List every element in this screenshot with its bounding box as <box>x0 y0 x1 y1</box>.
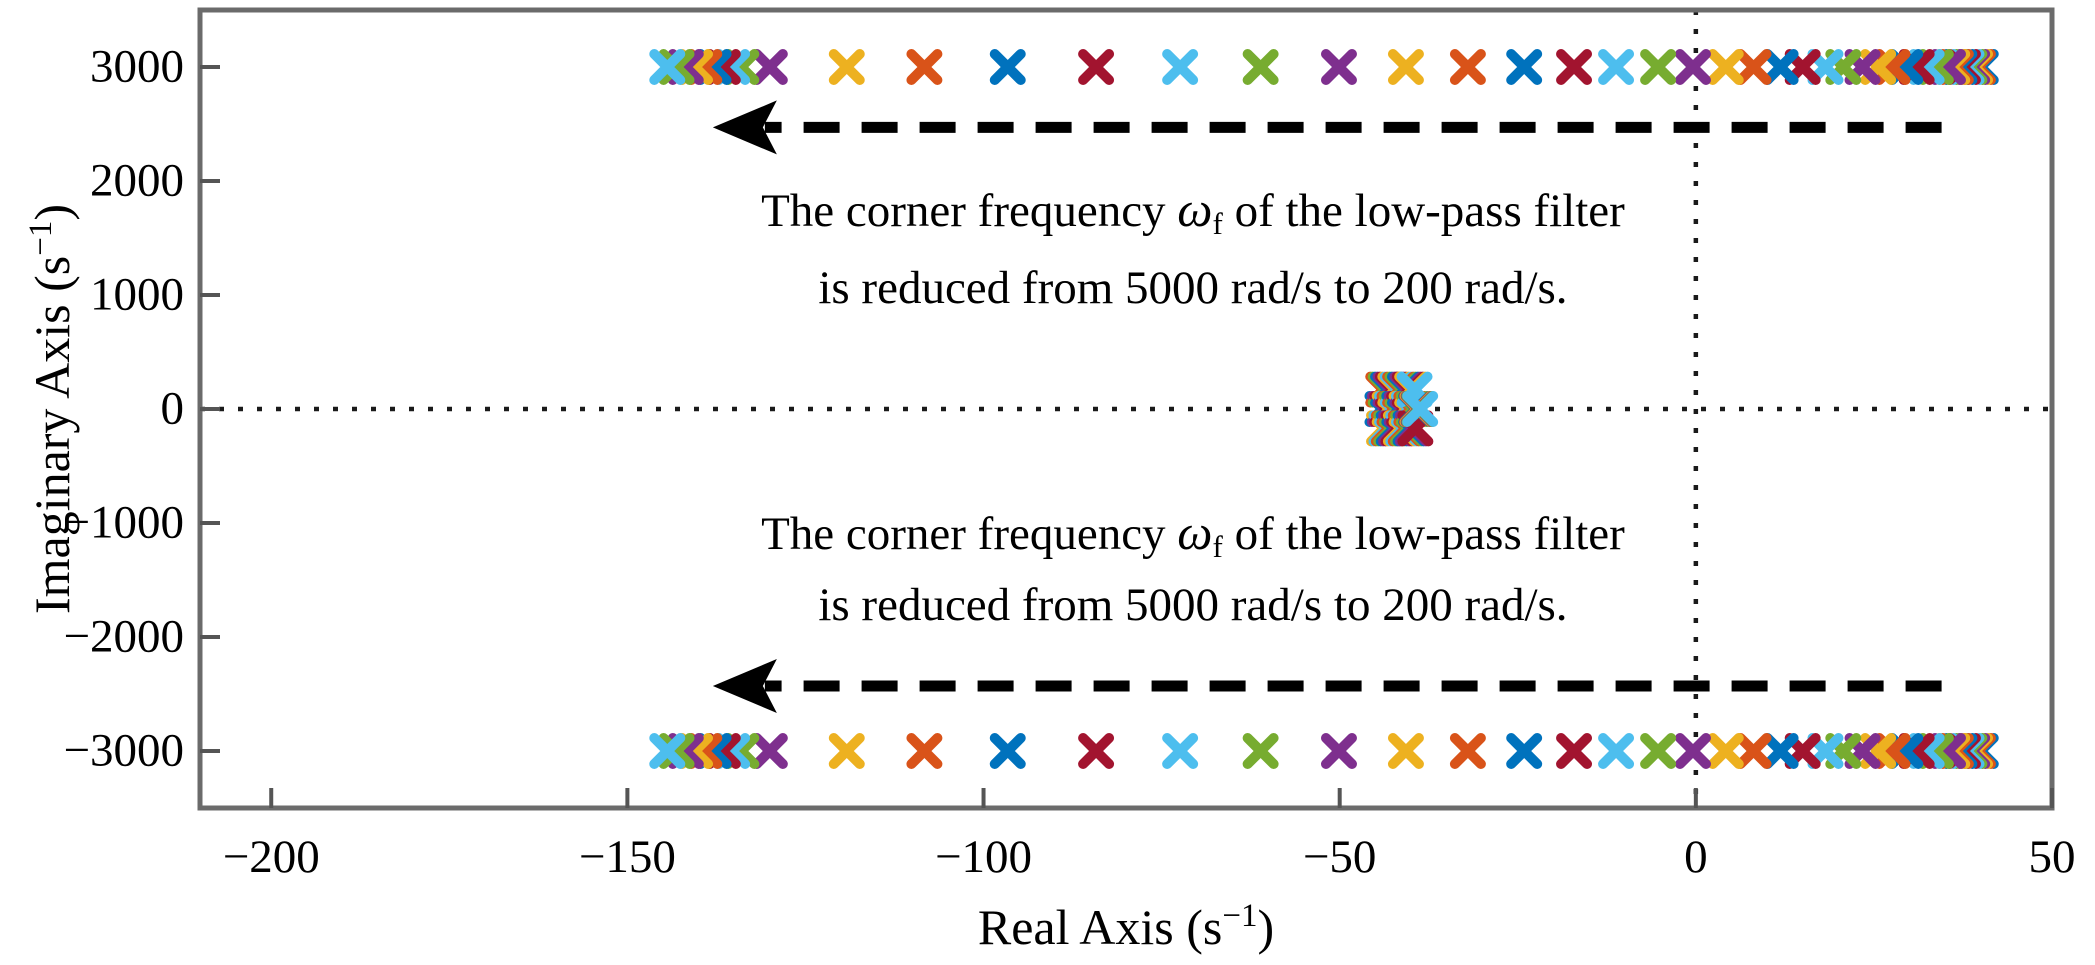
pole-marker-x <box>1387 49 1424 85</box>
annotation-text: The corner frequency <box>761 184 1178 237</box>
annotation-top-line1: The corner frequency ωf of the low-pass … <box>761 174 1625 252</box>
pole-marker-x <box>658 49 695 85</box>
omega-symbol: ω <box>1177 181 1213 237</box>
annotation-text: The corner frequency <box>761 507 1178 560</box>
omega-subscript: f <box>1212 529 1223 565</box>
pole-marker-x <box>989 49 1026 85</box>
pole-marker-x <box>1449 733 1486 769</box>
pole-marker-x <box>1735 733 1772 769</box>
pole-marker-x <box>906 49 943 85</box>
pole-marker-x <box>989 733 1026 769</box>
x-axis-label-text: Real Axis (s <box>977 899 1223 955</box>
x-tick-label: −150 <box>578 831 676 883</box>
pole-marker-x <box>1242 49 1279 85</box>
annotation-top-line2: is reduced from 5000 rad/s to 200 rad/s. <box>818 261 1568 314</box>
pole-marker-x <box>1320 49 1357 85</box>
pole-marker-x <box>1675 733 1711 769</box>
pole-marker-x <box>1675 49 1711 85</box>
pole-marker-x <box>649 49 686 85</box>
annotation-bottom-line1: The corner frequency ωf of the low-pass … <box>761 500 1625 572</box>
y-tick-label: 2000 <box>90 154 184 207</box>
pole-marker-x <box>906 733 943 769</box>
pole-marker-x <box>1162 49 1199 85</box>
pole-marker-x <box>828 733 865 769</box>
pole-marker-x <box>1556 733 1593 769</box>
pole-marker-x <box>1242 733 1279 769</box>
sweep-arrow-bottom <box>712 659 1942 714</box>
pole-marker-x <box>1762 49 1799 85</box>
pole-marker-x <box>751 733 788 769</box>
pole-marker-x <box>658 733 695 769</box>
omega-symbol: ω <box>1177 504 1213 560</box>
sweep-arrow-top <box>712 100 1942 155</box>
y-tick-label: 3000 <box>90 40 184 93</box>
pole-marker-x <box>1320 733 1357 769</box>
x-tick-label: −200 <box>222 831 320 883</box>
y-tick-label: −3000 <box>63 724 184 777</box>
pole-marker-x <box>751 49 788 85</box>
x-tick-label: 0 <box>1684 831 1708 883</box>
pole-marker-x <box>1640 733 1677 769</box>
arrow-head-icon <box>712 100 777 155</box>
annotation-top: The corner frequency ωf of the low-pass … <box>761 174 1625 324</box>
pole-markers <box>649 49 1999 769</box>
pole-marker-x <box>1707 733 1744 769</box>
annotation-bottom-line2: is reduced from 5000 rad/s to 200 rad/s. <box>818 578 1568 631</box>
pole-marker-x <box>828 49 865 85</box>
pole-marker-x <box>1735 49 1772 85</box>
plot-frame <box>197 7 2055 811</box>
pole-marker-x <box>1402 391 1439 427</box>
y-tick-label: −1000 <box>63 496 184 549</box>
pole-marker-x <box>1162 733 1199 769</box>
pole-marker-x <box>1598 733 1635 769</box>
x-tick-label: 50 <box>2028 831 2076 883</box>
y-axis-label-close: ) <box>24 203 80 221</box>
pole-marker-x <box>1506 49 1543 85</box>
annotation-text: of the low-pass filter <box>1222 184 1625 237</box>
y-axis-label-exponent: −1 <box>22 220 59 256</box>
pole-marker-x <box>1078 733 1115 769</box>
pole-marker-x <box>1707 49 1744 85</box>
y-axis-label: Imaginary Axis (s−1) <box>23 204 81 614</box>
x-axis-label-exponent: −1 <box>1222 897 1258 934</box>
y-axis-label-text: Imaginary Axis (s <box>24 255 80 615</box>
x-tick-label: −100 <box>935 831 1033 883</box>
annotation-bottom: The corner frequency ωf of the low-pass … <box>761 500 1625 638</box>
pole-marker-x <box>1640 49 1677 85</box>
omega-subscript: f <box>1212 206 1223 242</box>
pole-marker-x <box>1556 49 1593 85</box>
zero-axis-lines <box>200 10 2052 808</box>
pole-marker-x <box>1762 733 1799 769</box>
x-axis-label: Real Axis (s−1) <box>978 898 1274 956</box>
arrow-head-icon <box>712 659 777 714</box>
x-axis-label-close: ) <box>1257 899 1275 955</box>
x-tick-label: −50 <box>1302 831 1377 883</box>
pole-marker-x <box>1449 49 1486 85</box>
y-tick-label: −2000 <box>63 610 184 663</box>
annotation-text: of the low-pass filter <box>1222 507 1625 560</box>
pole-marker-x <box>649 733 686 769</box>
pole-marker-x <box>1387 733 1424 769</box>
pole-marker-x <box>1506 733 1543 769</box>
y-tick-label: 1000 <box>90 268 184 321</box>
pole-marker-x <box>1598 49 1635 85</box>
pole-marker-x <box>1078 49 1115 85</box>
y-tick-label: 0 <box>160 382 185 435</box>
